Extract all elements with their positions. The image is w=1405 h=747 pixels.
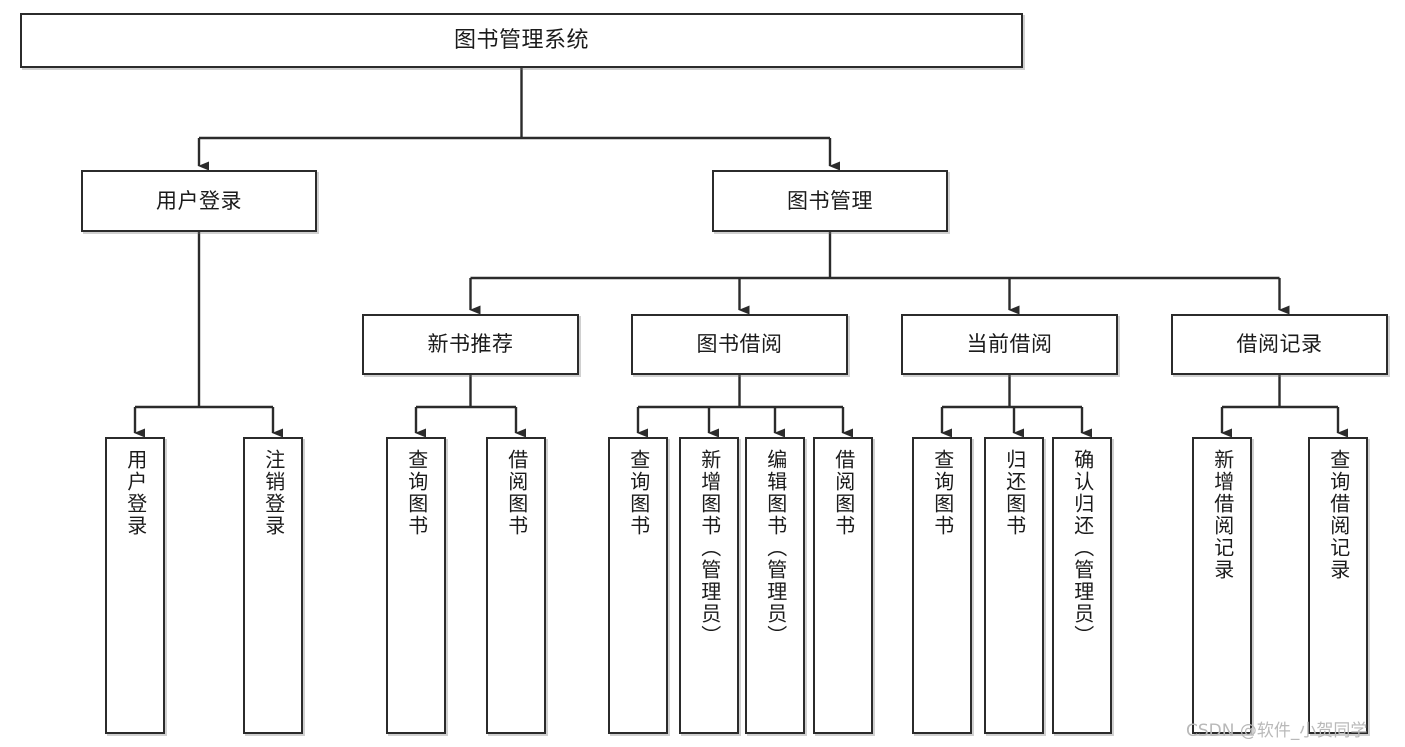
node-leaf-confirm-return[interactable]: 确认归还（管理员） (1052, 437, 1112, 734)
node-leaf-user-login[interactable]: 用户登录 (105, 437, 165, 734)
node-label: 图书借阅 (696, 332, 783, 357)
node-book-borrow[interactable]: 图书借阅 (631, 314, 848, 375)
node-label: 查询借阅记录 (1326, 449, 1351, 581)
node-label: 查询图书 (404, 449, 429, 537)
node-leaf-edit-book[interactable]: 编辑图书（管理员） (745, 437, 805, 734)
node-leaf-logout-login[interactable]: 注销登录 (243, 437, 303, 734)
node-leaf-query-book-3[interactable]: 查询图书 (912, 437, 972, 734)
node-leaf-borrow-book-2[interactable]: 借阅图书 (813, 437, 873, 734)
node-root[interactable]: 图书管理系统 (20, 13, 1023, 68)
node-label: 查询图书 (626, 449, 651, 537)
node-borrow-record[interactable]: 借阅记录 (1171, 314, 1388, 375)
node-leaf-add-borrow-record[interactable]: 新增借阅记录 (1192, 437, 1252, 734)
node-root-label: 图书管理系统 (453, 27, 589, 53)
node-label: 图书管理 (787, 188, 873, 213)
node-leaf-query-borrow-record[interactable]: 查询借阅记录 (1308, 437, 1368, 734)
node-label: 查询图书 (930, 449, 955, 537)
node-label: 编辑图书（管理员） (763, 449, 788, 647)
node-label: 借阅图书 (504, 449, 529, 537)
node-label: 新增图书（管理员） (697, 449, 722, 647)
node-leaf-add-book[interactable]: 新增图书（管理员） (679, 437, 739, 734)
node-user-login[interactable]: 用户登录 (81, 170, 317, 232)
node-label: 注销登录 (261, 449, 286, 537)
node-current-borrow[interactable]: 当前借阅 (901, 314, 1118, 375)
node-leaf-query-book-2[interactable]: 查询图书 (608, 437, 668, 734)
node-label: 确认归还（管理员） (1070, 449, 1095, 647)
watermark-text: CSDN @软件_小贺同学 (1186, 721, 1368, 741)
node-book-manage[interactable]: 图书管理 (712, 170, 948, 232)
node-label: 用户登录 (156, 188, 242, 213)
node-label: 新增借阅记录 (1210, 449, 1235, 581)
node-leaf-borrow-book-1[interactable]: 借阅图书 (486, 437, 546, 734)
node-label: 新书推荐 (427, 332, 514, 357)
node-label: 归还图书 (1002, 449, 1027, 537)
node-leaf-return-book[interactable]: 归还图书 (984, 437, 1044, 734)
node-label: 借阅图书 (831, 449, 856, 537)
node-leaf-query-book-1[interactable]: 查询图书 (386, 437, 446, 734)
node-label: 借阅记录 (1236, 332, 1323, 357)
node-label: 用户登录 (123, 449, 148, 537)
node-label: 当前借阅 (966, 332, 1053, 357)
node-new-book-recommend[interactable]: 新书推荐 (362, 314, 579, 375)
